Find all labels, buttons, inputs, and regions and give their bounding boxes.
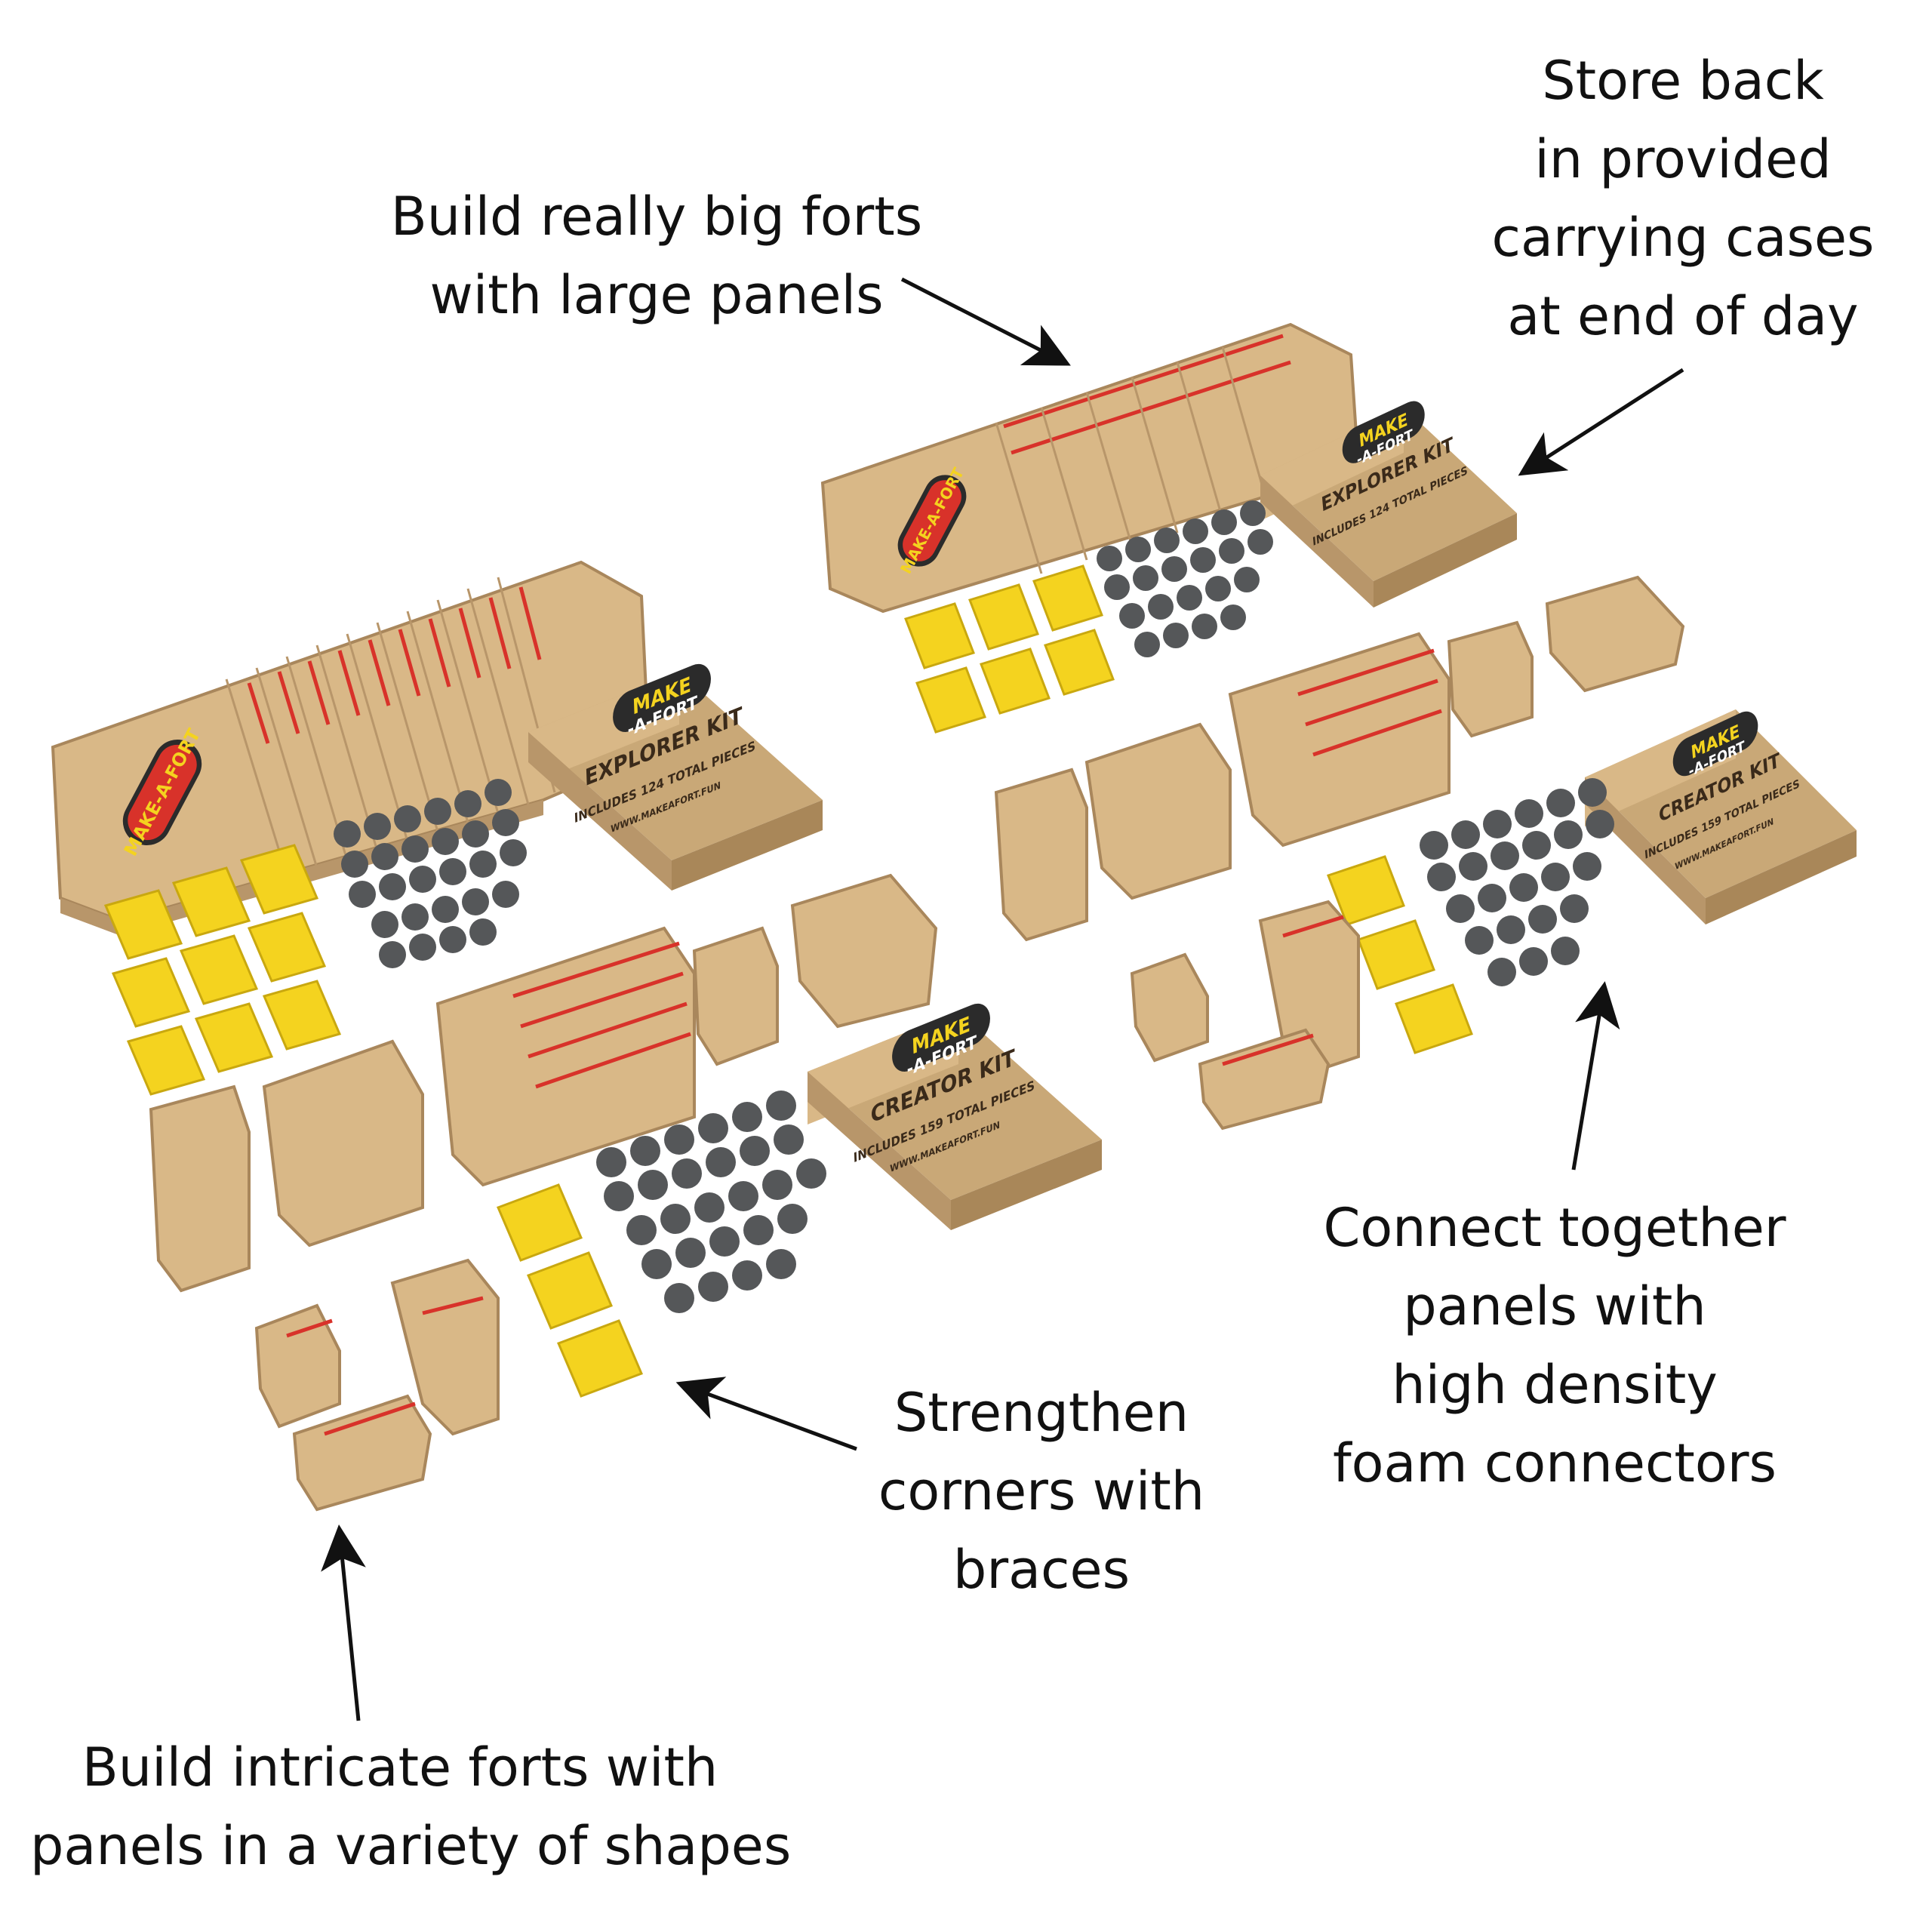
callout-strengthen-line-1: Strengthen [894,1382,1189,1444]
right-explorer-box: MAKE -A-FORT EXPLORER KIT INCLUDES 124 T… [1260,401,1517,608]
callout-intricate-line-2: panels in a variety of shapes [30,1815,792,1877]
callout-big-forts: Build really big forts with large panels [381,177,932,334]
right-creator-box: MAKE -A-FORT CREATOR KIT INCLUDES 159 TO… [1585,709,1857,924]
callout-store-back-line-1: Store back [1542,50,1824,112]
left-yellow-braces-bottom [497,1183,643,1398]
left-yellow-braces-top [103,844,342,1096]
callout-connect-line-4: foam connectors [1333,1432,1777,1494]
left-creator-logo-badge [892,1003,990,1072]
left-explorer-logo-badge [613,663,711,732]
right-kit-set: MAKE-A-FORT MAKE -A-FORT EXPLORER KIT IN… [820,322,1857,1131]
left-explorer-box: MAKE -A-FORT EXPLORER KIT INCLUDES 124 T… [528,663,823,891]
right-foam-connectors-top [1097,500,1273,657]
callout-connect-line-3: high density [1392,1354,1718,1416]
right-small-panel-stacks [1130,900,1360,1131]
right-yellow-braces-bottom [1327,855,1473,1054]
callout-strengthen: Strengthen corners with braces [868,1374,1215,1609]
right-yellow-braces-top [904,565,1115,734]
arrow-store-back [1518,368,1684,476]
callout-strengthen-line-2: corners with [878,1460,1205,1522]
left-creator-box: MAKE -A-FORT CREATOR KIT INCLUDES 159 TO… [808,1003,1102,1230]
left-kit-set: MAKE-A-FORT MAKE -A-FORT EXPLORER KIT IN… [51,560,1102,1512]
arrow-big-forts [900,277,1071,366]
callout-intricate: Build intricate forts with panels in a v… [30,1728,792,1885]
left-foam-connectors-top [334,779,527,968]
arrow-intricate [321,1524,366,1721]
callout-store-back-line-4: at end of day [1507,285,1859,347]
arrow-connect [1571,981,1620,1171]
right-foam-connectors-bottom [1420,778,1614,986]
right-medium-panel-stacks [994,575,1685,942]
callout-store-back: Store back in provided carrying cases at… [1472,42,1894,355]
left-medium-panel-stack [149,873,938,1293]
callout-big-forts-line-2: with large panels [429,264,884,326]
callout-strengthen-line-3: braces [952,1539,1131,1601]
callout-arrows [321,277,1684,1721]
callout-intricate-line-1: Build intricate forts with [82,1737,718,1798]
arrow-strengthen [675,1377,857,1451]
callout-connect-line-1: Connect together [1323,1197,1786,1259]
left-large-panel-stack: MAKE-A-FORT [51,560,651,936]
callout-big-forts-line-1: Build really big forts [390,186,923,248]
left-foam-connectors-bottom [596,1091,826,1313]
callout-connect-line-2: panels with [1403,1275,1706,1337]
right-explorer-logo-badge [1342,401,1425,463]
right-creator-logo-badge [1672,711,1758,777]
left-small-panel-stacks [254,1258,500,1512]
callout-store-back-line-3: carrying cases [1491,207,1875,269]
callout-store-back-line-2: in provided [1534,128,1832,190]
right-large-panel-stack: MAKE-A-FORT [820,322,1361,614]
callout-connect: Connect together panels with high densit… [1313,1189,1796,1503]
